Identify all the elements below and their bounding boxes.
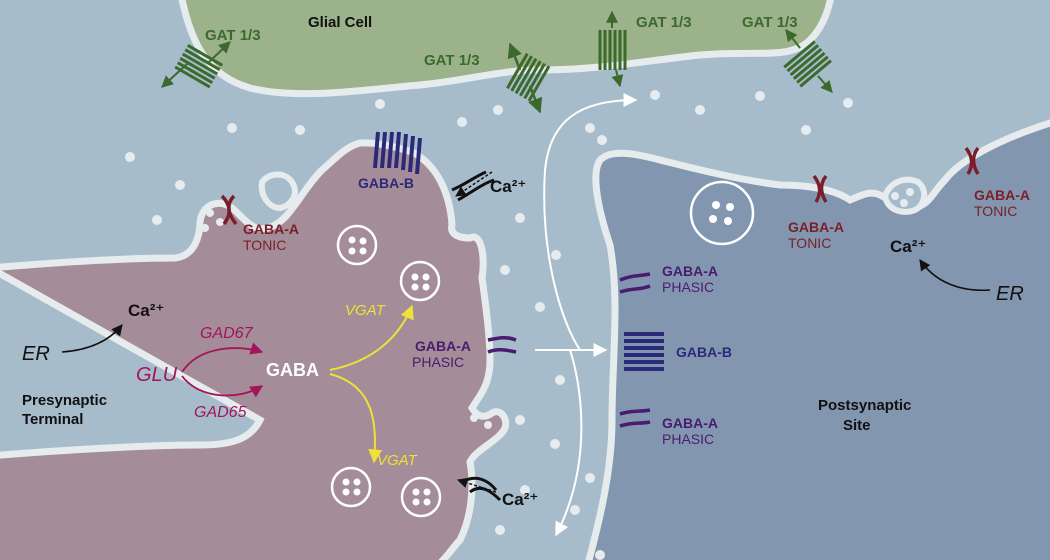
- gat-label: GAT 1/3: [636, 14, 692, 31]
- gaba-a-tonic-receptor-post-1: [812, 174, 828, 203]
- gat-arrow: [207, 41, 231, 64]
- gaba-b-receptor-postsynaptic: [624, 332, 664, 371]
- gaba-diffusion-arrow-down: [555, 349, 583, 537]
- vgat-label-down: VGAT: [377, 452, 419, 469]
- gat-arrow: [507, 42, 522, 71]
- vgat-arrow-up: [329, 304, 414, 371]
- vesicle: [336, 224, 378, 266]
- vgat-arrow-down: [329, 373, 383, 464]
- gaba-a-tonic-receptor-presynaptic: [220, 194, 238, 226]
- phasic-label-pre: PHASIC: [412, 354, 464, 370]
- er-calcium-arrow-post: [919, 259, 991, 292]
- gat-arrow: [817, 75, 833, 93]
- gat-label: GAT 1/3: [205, 27, 261, 44]
- presynaptic-membrane-bump: [258, 171, 298, 212]
- calcium-influx-arrow: [455, 171, 493, 197]
- vesicle: [399, 260, 441, 302]
- presynaptic-title-line1: Presynaptic: [22, 392, 107, 409]
- vesicle: [400, 476, 442, 518]
- calcium-label-bottom: Ca²⁺: [502, 490, 538, 509]
- gaba-a-label-post-tonic-1: GABA-A: [788, 219, 844, 235]
- postsynaptic-title-line2: Site: [843, 417, 871, 434]
- postsynaptic-site: [585, 119, 1050, 560]
- gaba-a-label-pre-tonic: GABA-A: [243, 221, 299, 237]
- glial-title: Glial Cell: [308, 14, 372, 31]
- tonic-label-post-2: TONIC: [974, 203, 1017, 219]
- gat-label: GAT 1/3: [424, 52, 480, 69]
- gaba-b-receptor-presynaptic: [373, 131, 422, 175]
- extracellular-gaba-dots: [125, 90, 914, 560]
- postsynaptic-title-line1: Postsynaptic: [818, 397, 911, 414]
- postsynaptic-vesicle: [689, 180, 755, 246]
- calcium-label-post: Ca²⁺: [890, 237, 926, 256]
- gaba-a-label-post-phasic-2: GABA-A: [662, 415, 718, 431]
- gaba-a-phasic-receptor-presynaptic: [487, 335, 517, 354]
- calcium-influx-arrow: [456, 477, 497, 493]
- gaba-diffusion-arrow-up: [543, 93, 638, 351]
- gaba-a-label-post-phasic-1: GABA-A: [662, 263, 718, 279]
- tonic-label-post-1: TONIC: [788, 235, 831, 251]
- gaba-label: GABA: [266, 360, 319, 380]
- gat-arrow: [161, 62, 189, 88]
- vgat-label-up: VGAT: [345, 302, 387, 319]
- gad65-label: GAD65: [194, 404, 247, 421]
- gat-label: GAT 1/3: [742, 14, 798, 31]
- calcium-label-top: Ca²⁺: [490, 177, 526, 196]
- gaba-a-label-pre-phasic: GABA-A: [415, 338, 471, 354]
- er-label-post: ER: [996, 283, 1024, 305]
- gaba-a-label-post-tonic-2: GABA-A: [974, 187, 1030, 203]
- er-calcium-arrow-pre: [61, 324, 123, 353]
- gat-transporter: [598, 30, 627, 70]
- gaba-a-phasic-receptor-post-1: [619, 272, 651, 294]
- glu-label: GLU: [136, 364, 178, 386]
- postsynaptic-membrane-bump: [881, 176, 928, 215]
- gat-transporter: [783, 40, 832, 88]
- gaba-a-phasic-receptor-post-2: [619, 408, 651, 428]
- er-label-pre: ER: [22, 343, 50, 365]
- vesicle: [330, 466, 372, 508]
- gad67-arrow: [181, 342, 264, 373]
- tonic-label-pre: TONIC: [243, 237, 286, 253]
- calcium-label-left: Ca²⁺: [128, 301, 164, 320]
- gad67-label: GAD67: [200, 325, 254, 342]
- gaba-b-label-post: GABA-B: [676, 344, 732, 360]
- presynaptic-title-line2: Terminal: [22, 411, 83, 428]
- phasic-label-post-2: PHASIC: [662, 431, 714, 447]
- phasic-label-post-1: PHASIC: [662, 279, 714, 295]
- gat-arrow: [528, 85, 543, 114]
- gaba-b-label-pre: GABA-B: [358, 175, 414, 191]
- gat-arrow: [611, 69, 624, 88]
- gaba-a-tonic-receptor-post-2: [964, 146, 980, 175]
- gat-arrow: [785, 29, 801, 49]
- gad65-arrow: [181, 375, 264, 398]
